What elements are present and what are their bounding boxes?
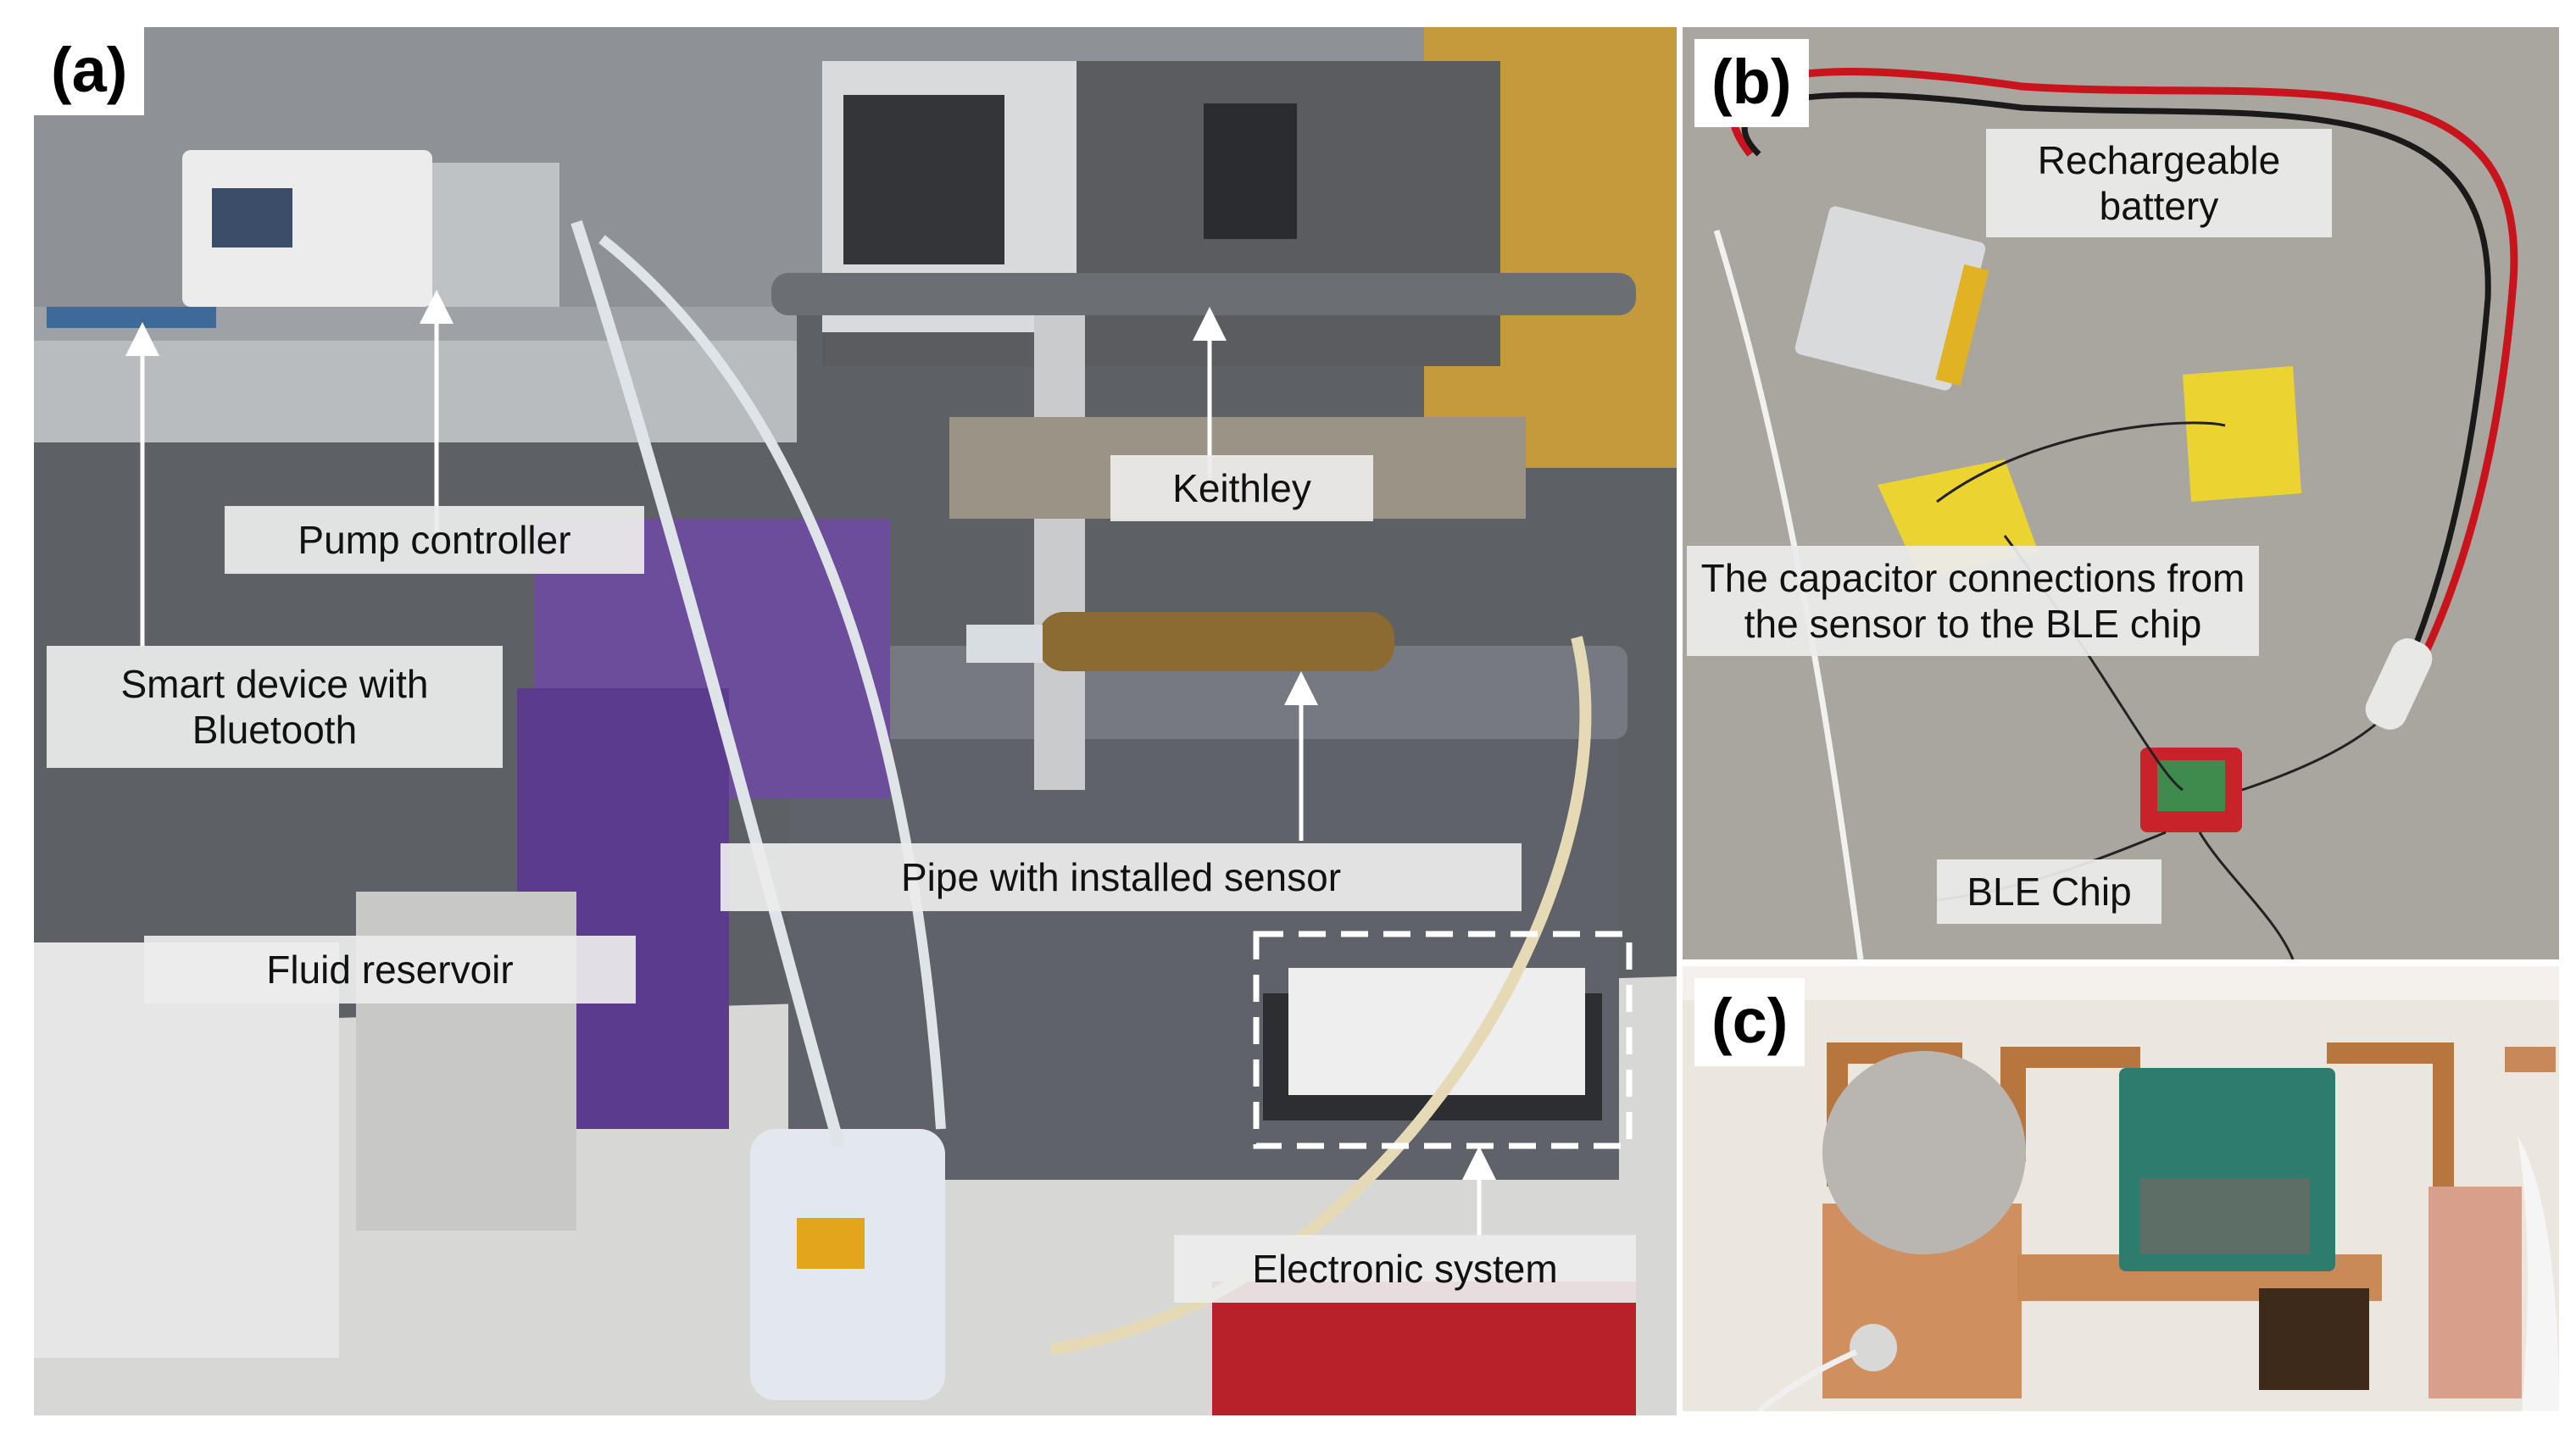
electronic-system-label: Electronic system (1174, 1235, 1636, 1303)
panel-c-letter: (c) (1694, 978, 1805, 1066)
panel-b-letter: (b) (1694, 39, 1809, 127)
keithley-label: Keithley (1110, 455, 1373, 521)
fluid-reservoir-label: Fluid reservoir (144, 936, 636, 1004)
panel-b-electronics-photo: (b) Rechargeable battery The capacitor c… (1683, 27, 2559, 959)
smart-device-label: Smart device with Bluetooth (47, 646, 503, 768)
pipe-sensor-label: Pipe with installed sensor (721, 843, 1522, 911)
electronics-photo (1683, 27, 2559, 959)
panel-a-letter: (a) (34, 27, 145, 115)
lab-setup-photo (34, 27, 1677, 1415)
capacitor-connections-label-line1: The capacitor connections from (1700, 556, 2245, 600)
rechargeable-battery-label-line2: battery (2099, 184, 2219, 228)
pump-controller-label: Pump controller (225, 506, 644, 574)
smart-device-label-line1: Smart device with (120, 662, 429, 706)
smart-device-label-line2: Bluetooth (192, 708, 358, 752)
panel-a-lab-setup-photo: (a) Smart device with Bluetooth Pump con… (34, 27, 1677, 1415)
rechargeable-battery-label-line1: Rechargeable (2037, 138, 2281, 182)
circuit-closeup-photo (1683, 966, 2559, 1411)
ble-chip-label: BLE Chip (1937, 859, 2162, 924)
rechargeable-battery-label: Rechargeable battery (1986, 129, 2332, 237)
capacitor-connections-label: The capacitor connections from the senso… (1687, 546, 2259, 656)
panel-c-circuit-closeup-photo: (c) (1683, 966, 2559, 1411)
capacitor-connections-label-line2: the sensor to the BLE chip (1744, 602, 2202, 646)
